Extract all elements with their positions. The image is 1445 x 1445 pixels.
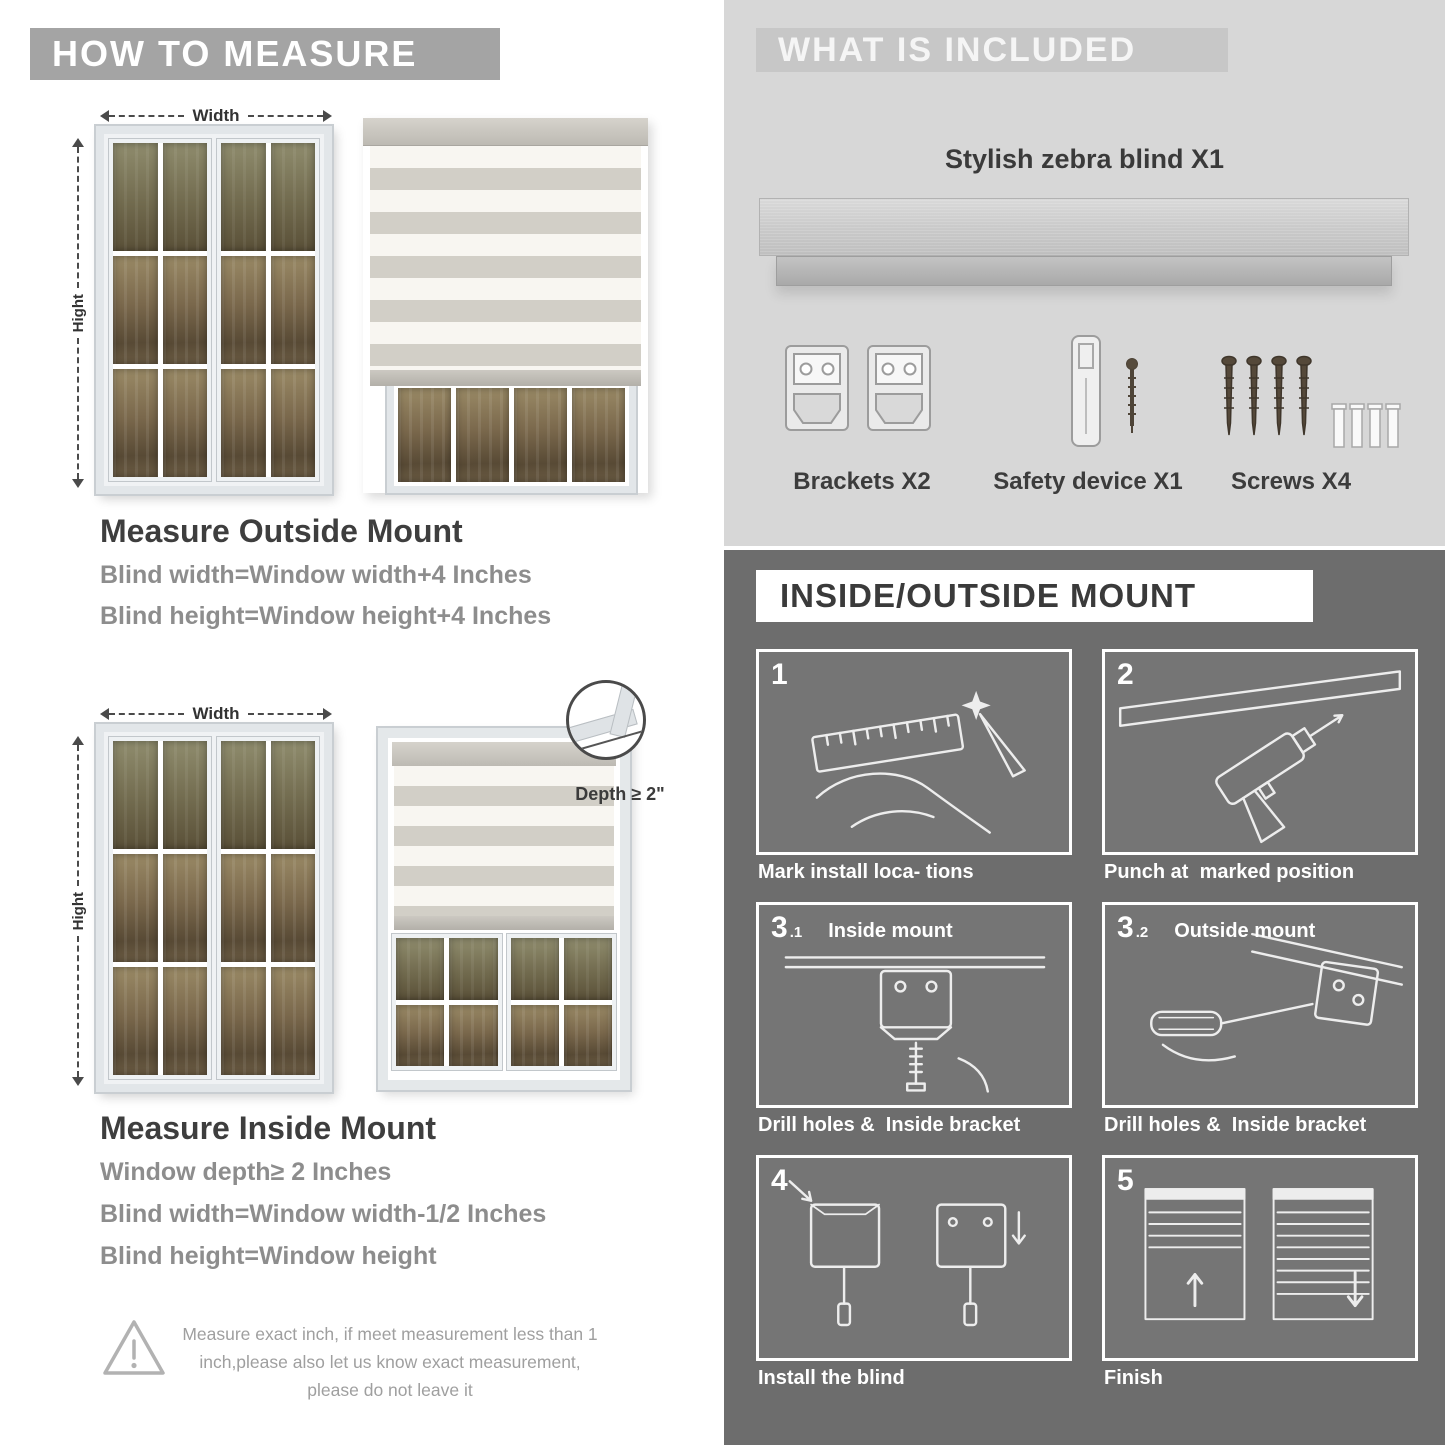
step-title: Inside mount	[828, 920, 953, 942]
inside-rule-height: Blind height=Window height	[100, 1242, 437, 1270]
what-is-included-title: WHAT IS INCLUDED	[778, 30, 1137, 69]
step-panel-5: 5	[1102, 1155, 1418, 1361]
drill-illustration	[1118, 670, 1402, 844]
step-number: 4	[771, 1164, 788, 1197]
blind-bottomrail-image	[776, 256, 1392, 286]
how-to-measure-section: HOW TO MEASURE Width Hight Measure Outsi…	[0, 0, 722, 1445]
window-sash	[505, 933, 617, 1071]
step-panel-3-1: 3 .1 Inside mount	[756, 902, 1072, 1108]
step-panel-4: 4	[756, 1155, 1072, 1361]
window-panes	[391, 933, 617, 1071]
width-arrow-inside: Width	[100, 704, 332, 724]
window-behind-blind	[385, 375, 638, 495]
measure-outside-heading: Measure Outside Mount	[100, 513, 463, 549]
measure-warning-text: Measure exact inch, if meet measurement …	[182, 1324, 598, 1400]
screws-label: Screws X4	[1230, 468, 1352, 495]
blind-bottomrail	[370, 370, 641, 386]
arrowhead-down-icon	[72, 1077, 84, 1087]
width-arrow-outside: Width	[100, 106, 332, 126]
step-caption-3-2: Drill holes & Inside bracket	[1104, 1114, 1367, 1136]
safety-device-icon	[1071, 335, 1138, 447]
depth-callout-circle	[566, 680, 646, 760]
install-blind-illustration	[788, 1180, 1026, 1327]
step-panel-3-2: 3 .2 Outside mount	[1102, 902, 1418, 1108]
warning-icon	[103, 1320, 165, 1375]
brackets-label: Brackets X2	[793, 468, 931, 495]
product-title: Stylish zebra blind X1	[944, 144, 1225, 174]
inside-outside-mount-section: INSIDE/OUTSIDE MOUNT 1 Mark install loca…	[724, 550, 1445, 1445]
outside-rule-height: Blind height=Window height+4 Inches	[100, 602, 552, 630]
step-caption-5: Finish	[1104, 1367, 1163, 1389]
blind-bottomrail	[394, 916, 614, 930]
zebra-stripes	[370, 146, 641, 370]
height-arrow-inside: Hight	[68, 736, 88, 1087]
inside-mount-blind	[392, 742, 616, 930]
step-caption-3-1: Drill holes & Inside bracket	[758, 1114, 1021, 1136]
window-sash	[216, 736, 320, 1080]
mount-banner: INSIDE/OUTSIDE MOUNT	[756, 570, 1313, 622]
depth-label: Depth ≥ 2"	[575, 784, 665, 804]
arrowhead-right-icon	[323, 708, 332, 720]
window-photo-outside	[94, 124, 334, 496]
height-label-outside: Hight	[69, 293, 87, 333]
window-photo-inside	[94, 722, 334, 1094]
blind-headrail	[363, 118, 648, 146]
outside-rule-width: Blind width=Window width+4 Inches	[100, 561, 532, 589]
step-panel-2: 2	[1102, 649, 1418, 855]
step-caption-4: Install the blind	[758, 1367, 905, 1389]
step-number: 5	[1117, 1164, 1134, 1197]
width-label-inside: Width	[192, 704, 240, 723]
inside-bracket-illustration	[784, 956, 1046, 1093]
step-caption-1: Mark install loca- tions	[758, 861, 974, 883]
how-to-measure-title: HOW TO MEASURE	[52, 33, 418, 74]
finish-blinds-illustration	[1144, 1188, 1374, 1321]
screws-icon	[1221, 355, 1401, 448]
step-panel-1: 1	[756, 649, 1072, 855]
height-arrow-outside: Hight	[68, 138, 88, 489]
mount-title: INSIDE/OUTSIDE MOUNT	[780, 577, 1197, 614]
blind-photo-outside	[363, 118, 648, 495]
arrowhead-left-icon	[100, 708, 109, 720]
step-title: Outside mount	[1174, 920, 1316, 942]
width-label-outside: Width	[192, 106, 240, 125]
measure-inside-heading: Measure Inside Mount	[100, 1110, 437, 1146]
safety-device-label: Safety device X1	[993, 468, 1183, 495]
mark-location-illustration	[811, 690, 1026, 834]
how-to-measure-banner: HOW TO MEASURE	[30, 28, 500, 80]
window-sash	[108, 736, 212, 1080]
arrowhead-right-icon	[323, 110, 332, 122]
step-number: 3	[1117, 911, 1134, 944]
arrowhead-down-icon	[72, 479, 84, 489]
brackets-icon	[785, 345, 931, 431]
window-sash	[391, 933, 503, 1071]
what-is-included-section: WHAT IS INCLUDED Stylish zebra blind X1	[724, 0, 1445, 546]
arrowhead-left-icon	[100, 110, 109, 122]
zebra-stripes	[394, 766, 614, 916]
step-number: 3	[771, 911, 788, 944]
window-sash	[216, 138, 320, 482]
step-number: 1	[771, 658, 788, 691]
step-caption-2: Punch at marked position	[1104, 861, 1355, 883]
blind-headrail-image	[759, 198, 1409, 256]
blind-photo-inside	[376, 726, 632, 1092]
window-sash	[108, 138, 212, 482]
what-is-included-banner: WHAT IS INCLUDED	[756, 28, 1228, 72]
height-label-inside: Hight	[69, 891, 87, 931]
arrowhead-up-icon	[72, 138, 84, 147]
outside-bracket-illustration	[1150, 932, 1403, 1062]
inside-rule-width: Blind width=Window width-1/2 Inches	[100, 1200, 547, 1228]
step-number: 2	[1117, 658, 1134, 691]
arrowhead-up-icon	[72, 736, 84, 745]
inside-rule-depth: Window depth≥ 2 Inches	[100, 1158, 392, 1186]
